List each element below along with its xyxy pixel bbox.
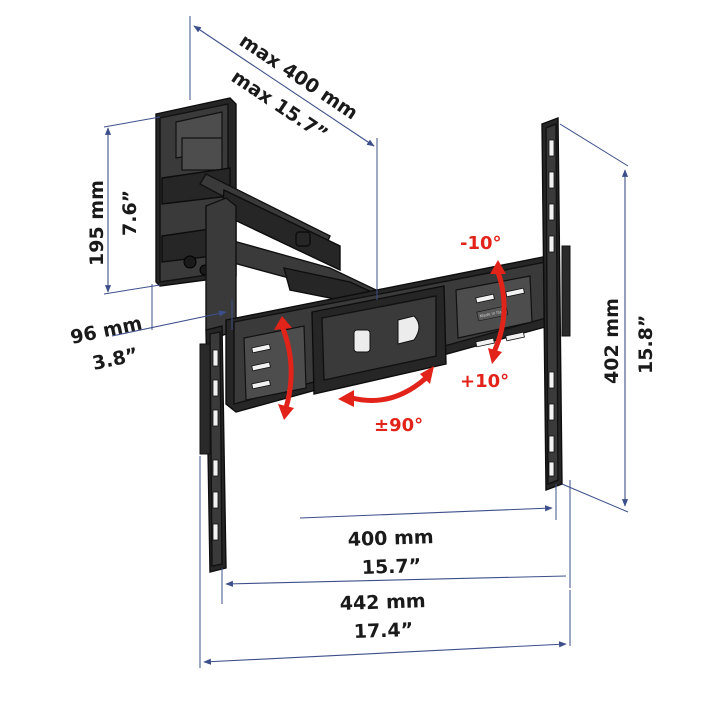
overall-width-dimension: 442 mm 17.4” <box>199 456 571 668</box>
rotation-labels: -10° +10° ±90° <box>374 233 509 436</box>
vesa-height-dimension: 402 mm 15.8” <box>559 123 657 513</box>
depth-in-label: 3.8” <box>90 344 140 375</box>
left-tilt-arrow <box>279 323 294 411</box>
vesa-width-in-label: 15.7” <box>361 555 421 579</box>
overall-width-in-label: 17.4” <box>353 619 413 643</box>
overall-width-mm-label: 442 mm <box>339 590 426 615</box>
right-vertical-rail <box>541 116 571 492</box>
left-vertical-rail <box>199 325 227 573</box>
vesa-width-dimension: 400 mm 15.7” <box>221 480 571 604</box>
made-in-italy-label: Made in Italy <box>479 308 506 318</box>
tilt-up-label: -10° <box>460 233 502 254</box>
rotation-indicators <box>274 260 507 420</box>
wall-plate-height-dimension: 195 mm 7.6” <box>86 116 161 295</box>
swivel-arrow <box>349 375 429 403</box>
wall-plate-height-in-label: 7.6” <box>119 190 141 236</box>
mount-illustration: Made in Italy <box>155 97 571 573</box>
vesa-width-mm-label: 400 mm <box>347 526 434 551</box>
right-tilt-arrow <box>491 269 507 355</box>
tilt-down-label: +10° <box>460 371 509 392</box>
vesa-height-in-label: 15.8” <box>635 315 657 374</box>
wall-plate-height-mm-label: 195 mm <box>86 180 108 266</box>
swivel-label: ±90° <box>374 415 423 436</box>
vesa-height-mm-label: 402 mm <box>601 298 623 384</box>
